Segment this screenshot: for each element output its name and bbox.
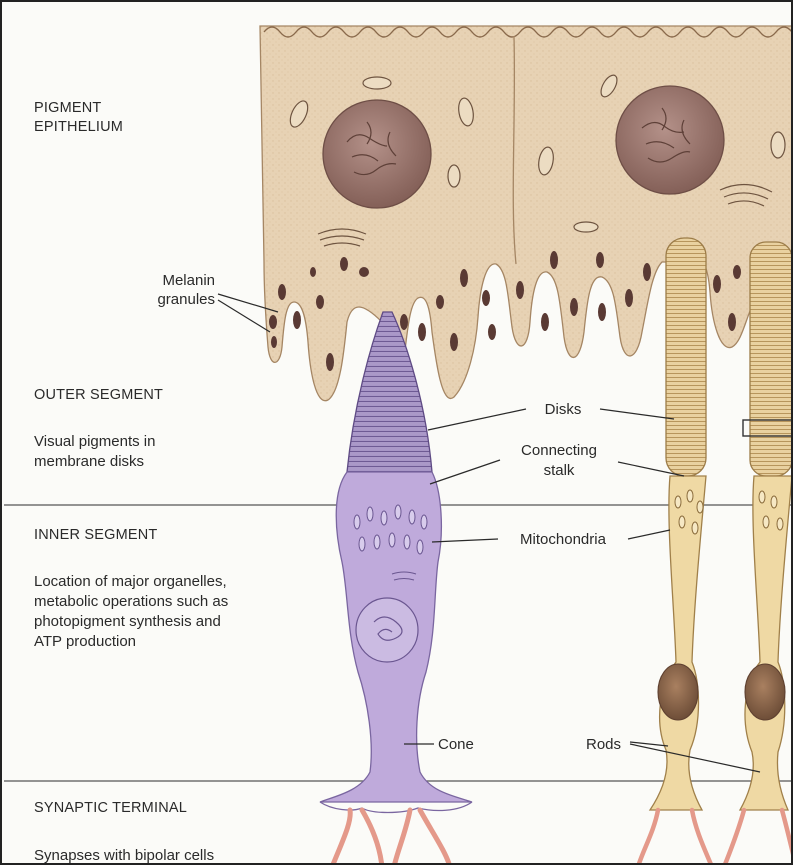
rod-cell xyxy=(650,238,706,810)
nucleus xyxy=(616,86,724,194)
disks-label: Disks xyxy=(545,401,582,418)
pigment-title-line2: EPITHELIUM xyxy=(34,119,123,135)
melanin-label-line1: Melanin xyxy=(162,272,215,289)
connecting-stalk-label-line1: Connecting xyxy=(521,442,597,459)
melanin-leader xyxy=(218,300,270,332)
connecting-stalk-label-line2: stalk xyxy=(544,462,575,479)
stalk-leader-cone xyxy=(430,460,500,484)
inner-segment-desc-line4: ATP production xyxy=(34,633,136,650)
outer-segment-desc-line2: membrane disks xyxy=(34,453,144,470)
synaptic-terminal-desc: Synapses with bipolar cells xyxy=(34,847,214,864)
outer-segment-desc-line1: Visual pigments in xyxy=(34,433,155,450)
mitochondria-label: Mitochondria xyxy=(520,531,607,548)
mito-leader-cone xyxy=(432,539,498,542)
pigment-title-line1: PIGMENT xyxy=(34,100,101,116)
pigment-epithelium xyxy=(260,26,793,401)
nucleus xyxy=(323,100,431,208)
inner-segment-desc-line1: Location of major organelles, xyxy=(34,573,227,590)
rods-leader-2 xyxy=(630,744,760,772)
rod-bipolar-synapse xyxy=(638,810,793,865)
disks-leader-rod xyxy=(600,409,674,419)
rod-cell xyxy=(740,242,793,810)
cone-label: Cone xyxy=(438,736,474,753)
melanin-label-line2: granules xyxy=(157,291,215,308)
mito-leader-rod xyxy=(628,530,670,539)
rods-label: Rods xyxy=(586,736,621,753)
disks-leader-cone xyxy=(428,409,526,430)
synaptic-terminal-title: SYNAPTIC TERMINAL xyxy=(34,800,187,816)
inner-segment-desc-line3: photopigment synthesis and xyxy=(34,613,221,630)
cone-bipolar-synapse xyxy=(332,810,450,865)
outer-segment-title: OUTER SEGMENT xyxy=(34,387,163,403)
inner-segment-desc-line2: metabolic operations such as xyxy=(34,593,228,610)
inner-segment-title: INNER SEGMENT xyxy=(34,527,157,543)
